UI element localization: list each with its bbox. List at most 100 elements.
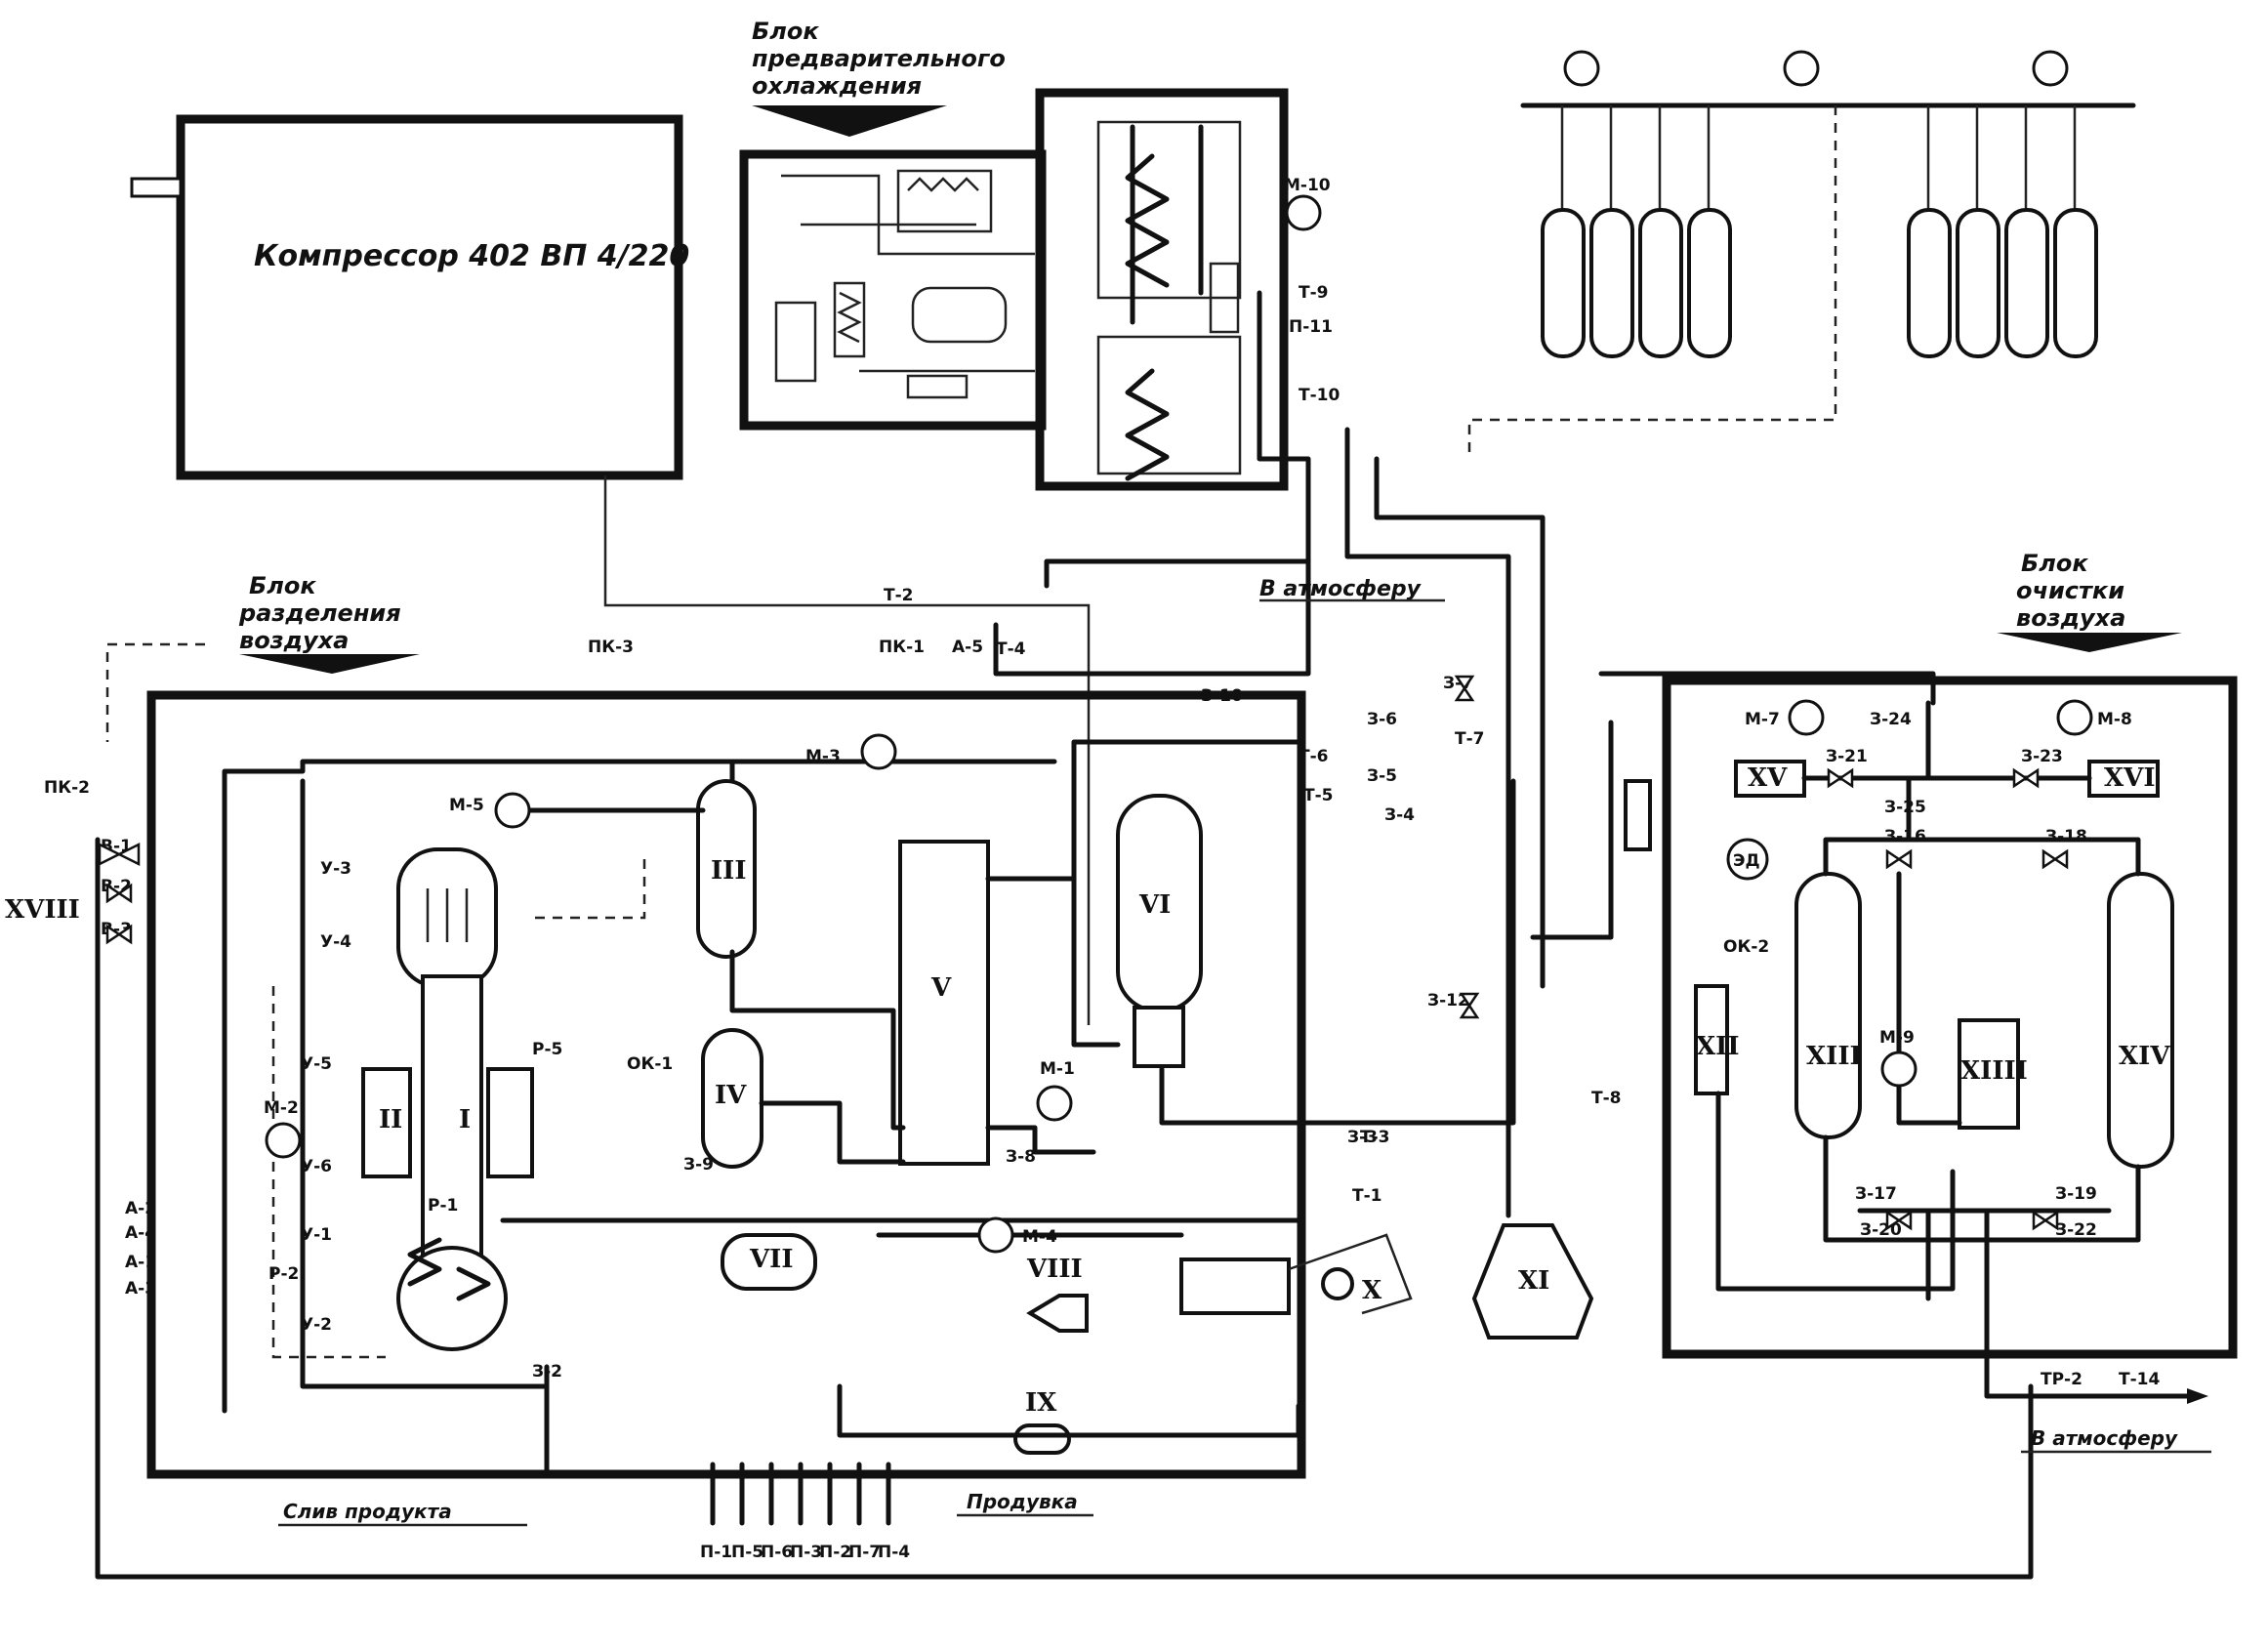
tag-ed: ЭД — [1733, 851, 1760, 871]
heater-xvi — [2087, 760, 2160, 798]
valve-u4-tag: У-4 — [320, 932, 351, 952]
gauge-m2-tag: М-2 — [264, 1098, 299, 1118]
thermo-t9-tag: Т-9 — [1299, 283, 1328, 303]
gauge-m10-icon — [1285, 194, 1322, 231]
valve-z9-tag: З-9 — [683, 1155, 714, 1175]
gauge-m4-tag: М-4 — [1022, 1227, 1057, 1247]
purification-title-2: очистки — [2016, 577, 2124, 604]
valve-u1-tag: У-1 — [301, 1225, 332, 1245]
heat-exchanger-ii — [361, 1067, 412, 1178]
precool-arrow-icon — [752, 105, 947, 137]
equipment-roman-labels: I II III IV V VI VII VIII IX X XI XII XI… — [5, 763, 2170, 1418]
roman-xiv: XIV — [2119, 1042, 2170, 1071]
valve-z6-tag: З-6 — [1367, 710, 1397, 729]
safety-pk3-tag: ПК-3 — [588, 638, 634, 657]
valve-z8-tag: З-8 — [1006, 1147, 1036, 1167]
thermo-t8-tag: Т-8 — [1591, 1089, 1621, 1108]
filter-ix — [1013, 1423, 1071, 1455]
roman-vi: VI — [1138, 890, 1171, 920]
valve-p1-tag: Р-1 — [428, 1196, 458, 1216]
purge-p5-tag: П-5 — [731, 1543, 763, 1562]
valve-u6-tag: У-6 — [301, 1157, 332, 1176]
gauge-m9-icon — [1880, 1051, 1917, 1088]
gauge-m8-tag: М-8 — [2097, 710, 2132, 729]
valve-a1-tag: А-1 — [125, 1253, 156, 1272]
purification-arrow-icon — [1997, 633, 2182, 652]
pump-x — [1179, 1233, 1413, 1315]
vessel-vii — [721, 1233, 817, 1291]
filter-viii — [1026, 1294, 1089, 1333]
precool-title-2: предварительного — [752, 45, 1006, 72]
purification-title-3: воздуха — [2016, 604, 2125, 632]
roman-ix: IX — [1025, 1388, 1057, 1418]
gauge-m5-tag: М-5 — [449, 796, 484, 815]
purge-p7-tag: П-7 — [848, 1543, 881, 1562]
roman-xi: XI — [1518, 1266, 1549, 1296]
valve-z19-tag: З-19 — [2055, 1184, 2097, 1204]
valve-z5-tag: З-5 — [1367, 766, 1397, 786]
precool-title-3: охлаждения — [752, 72, 922, 100]
valve-z22-tag: З-22 — [2055, 1220, 2097, 1240]
valve-symbols — [98, 675, 2069, 1231]
gauge-m7-icon — [1788, 699, 1825, 736]
purge-p2-tag: П-2 — [819, 1543, 851, 1562]
unit-xiii-small — [1958, 1018, 2020, 1130]
electric-drive-icon — [1726, 838, 1769, 881]
gauge-m5-icon — [494, 792, 531, 829]
valve-z17-tag: З-17 — [1855, 1184, 1897, 1204]
atmosphere-label-top: В атмосферу — [1259, 577, 1423, 601]
valve-z18-tag: З-18 — [2045, 827, 2087, 846]
gauge-m10-tag: М-10 — [1284, 176, 1331, 195]
vessel-iii — [696, 779, 757, 959]
thermo-t10-tag: Т-10 — [1299, 386, 1340, 405]
vessel-iv — [701, 1028, 763, 1169]
atmosphere-label-bottom: В атмосферу — [2031, 1426, 2178, 1450]
outlet-arrow-icon — [2187, 1388, 2208, 1404]
gauge-m7-tag: М-7 — [1745, 710, 1780, 729]
purge-valve-row: П-1 П-5 П-6 П-3 П-2 П-7 П-4 — [700, 1543, 910, 1562]
valve-z21-tag: З-21 — [1826, 747, 1868, 766]
roman-v: V — [930, 973, 952, 1003]
separation-arrow-icon — [239, 654, 420, 674]
roman-i: I — [459, 1105, 471, 1134]
valve-u3-tag: У-3 — [320, 859, 351, 879]
compressor-label: Компрессор 402 ВП 4/220 — [254, 239, 689, 273]
outlet-labels: В атмосферу В атмосферу Слив продукта Пр… — [278, 577, 2211, 1527]
valve-p5-tag: Р-5 — [532, 1040, 562, 1059]
purge-p3-tag: П-3 — [790, 1543, 822, 1562]
valve-a2-tag: А-2 — [125, 1199, 156, 1218]
pressure-gauges: М-1 М-2 М-3 М-4 М-5 М-7 М-8 М-9 М-10 — [264, 176, 2132, 1254]
valve-a4-tag: А-4 — [125, 1223, 156, 1243]
valve-z24-tag: З-24 — [1870, 710, 1912, 729]
column-i — [396, 847, 508, 1351]
gas-cylinder-banks — [1467, 50, 2136, 459]
vessel-v — [898, 840, 990, 1166]
purge-p1-tag: П-1 — [700, 1543, 732, 1562]
thermo-t5-tag: Т-5 — [1303, 786, 1333, 805]
roman-vii: VII — [749, 1245, 794, 1274]
valve-z3-tag: З-3 — [1347, 1128, 1378, 1147]
safety-pk2-tag: ПК-2 — [44, 778, 90, 798]
gauge-m3-tag: М-3 — [805, 747, 841, 766]
separation-title-1: Блок — [249, 572, 316, 599]
pressure-gauge-icon — [1563, 50, 1600, 87]
valve-z25-tag: З-25 — [1884, 798, 1926, 817]
gauge-m8-icon — [2056, 699, 2093, 736]
thermo-t6-tag: Т-6 — [1299, 747, 1328, 766]
product-drain-label: Слив продукта — [283, 1500, 452, 1523]
cylinder-bank-left — [1541, 208, 1732, 358]
gauge-m9-tag: М-9 — [1879, 1028, 1915, 1048]
roman-xiiii: XIIII — [1960, 1056, 2028, 1086]
heat-exchanger-ii-right — [486, 1067, 534, 1178]
purge-p6-tag: П-6 — [761, 1543, 793, 1562]
vessel-vi — [1116, 794, 1203, 1068]
valve-z10-tag: З-10 — [1201, 686, 1243, 706]
roman-ii: II — [379, 1105, 402, 1134]
gauge-m2-icon — [265, 1122, 302, 1159]
valve-z4-tag: З-4 — [1384, 805, 1415, 825]
pressure-gauge-icon — [1783, 50, 1820, 87]
gauge-m1-tag: М-1 — [1040, 1059, 1075, 1079]
roman-iv: IV — [715, 1081, 747, 1110]
tag-tr2: ТР-2 — [2041, 1370, 2082, 1389]
thermo-t3-tag: Т-3 — [1360, 1128, 1389, 1147]
